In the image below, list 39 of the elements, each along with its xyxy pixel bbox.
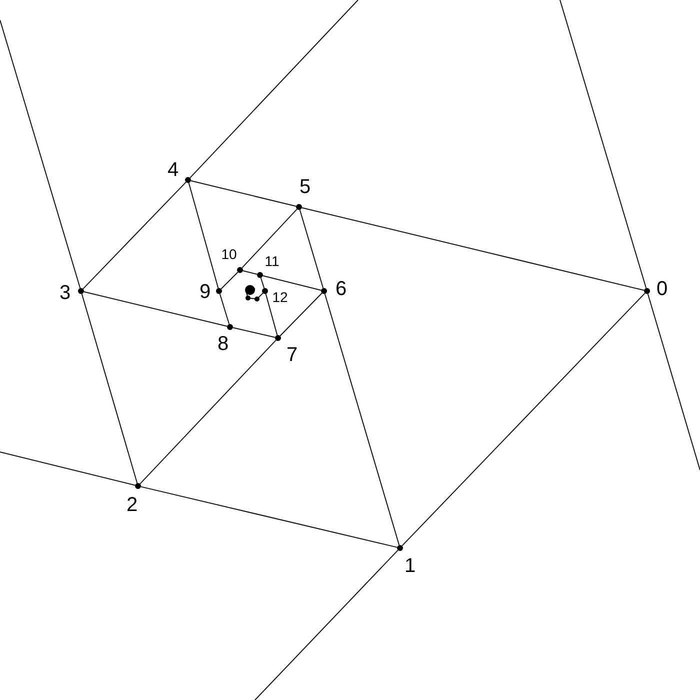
line-segment [280,292,322,336]
point-label: 10 [221,247,237,261]
line-segment [190,0,358,178]
point-label: 12 [272,290,288,304]
point-label: 3 [59,283,71,303]
point-label: 2 [126,495,138,515]
line-segment [265,293,278,336]
point-label: 4 [167,160,179,180]
point-label: 7 [286,345,298,365]
line-segment [188,182,219,289]
point-label: 0 [656,279,668,299]
line-segment [232,327,276,338]
point-label: 9 [199,282,211,302]
point-label: 1 [404,556,416,576]
line-segment [219,293,230,325]
line-segment [324,293,400,546]
line-segment [81,293,138,484]
line-segment [242,270,258,275]
line-segment [190,180,297,207]
line-segment [82,182,186,290]
line-segment [299,209,324,289]
line-segment [402,292,646,546]
line-segment [220,272,238,290]
line-segment [83,291,228,327]
line-segment [254,550,398,700]
point-label: 5 [299,177,311,197]
line-segment [242,208,298,268]
line-segment [140,340,276,484]
line-segment [140,486,398,548]
point-label: 8 [217,334,229,354]
line-segment [301,207,645,291]
point-label: 6 [335,279,347,299]
line-segment [647,293,700,470]
line-segment [260,277,265,289]
line-segment [560,0,647,289]
line-segment [0,452,136,486]
point-label: 11 [264,254,280,268]
line-segment [0,20,81,289]
line-segment [262,275,322,291]
